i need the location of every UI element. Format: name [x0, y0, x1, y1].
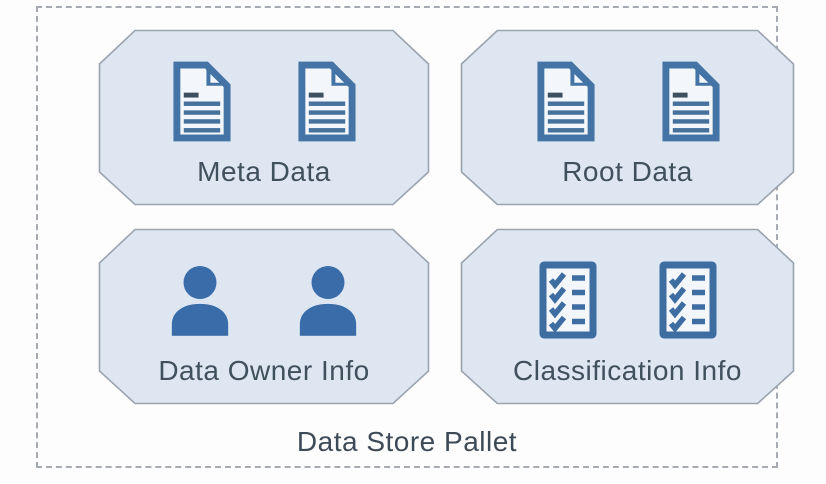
node-root-data: Root Data: [460, 29, 795, 206]
person-icon: [167, 264, 233, 336]
icon-row: [539, 258, 717, 342]
node-label: Data Owner Info: [158, 355, 370, 386]
document-icon: [534, 61, 597, 142]
document-icon: [659, 61, 722, 142]
node-content: Classification Info: [460, 228, 795, 405]
node-data-owner-info: Data Owner Info: [98, 228, 430, 405]
node-classification-info: Classification Info: [460, 228, 795, 405]
node-meta-data: Meta Data: [98, 29, 430, 206]
checklist-icon: [659, 261, 717, 339]
node-content: Data Owner Info: [98, 228, 430, 405]
node-label: Meta Data: [197, 156, 331, 187]
person-icon: [295, 264, 361, 336]
data-store-pallet-container: Meta Data Root Data Data Owner Info: [36, 6, 778, 468]
icon-row: [534, 59, 722, 143]
node-content: Meta Data: [98, 29, 430, 206]
node-label: Classification Info: [513, 355, 742, 386]
checklist-icon: [539, 261, 597, 339]
node-label: Root Data: [562, 156, 693, 187]
icon-row: [170, 59, 358, 143]
pallet-title: Data Store Pallet: [296, 426, 518, 457]
node-content: Root Data: [460, 29, 795, 206]
document-icon: [295, 61, 358, 142]
icon-row: [167, 258, 361, 342]
document-icon: [170, 61, 233, 142]
